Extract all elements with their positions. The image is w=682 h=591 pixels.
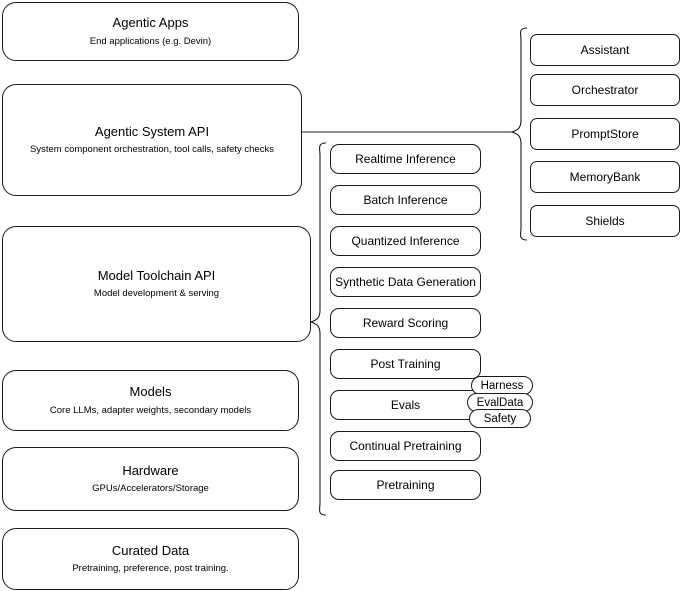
toolchain-item-continual-pretraining[interactable]: Continual Pretraining: [330, 431, 481, 461]
toolchain-item-label: Continual Pretraining: [349, 438, 462, 453]
layer-subtitle: Pretraining, preference, post training.: [72, 563, 229, 575]
agentic-component-orchestrator[interactable]: Orchestrator: [530, 74, 680, 106]
layer-title: Agentic System API: [94, 123, 210, 139]
toolchain-item-label: Synthetic Data Generation: [335, 274, 476, 289]
toolchain-item-label: Evals: [390, 397, 421, 412]
layer-title: Agentic Apps: [112, 15, 189, 31]
layer-box-models[interactable]: Models Core LLMs, adapter weights, secon…: [2, 370, 299, 431]
toolchain-item-evals[interactable]: Evals: [330, 390, 481, 420]
toolchain-item-reward-scoring[interactable]: Reward Scoring: [330, 308, 481, 338]
eval-tag-label: EvalData: [476, 396, 524, 409]
agentic-component-promptstore[interactable]: PromptStore: [530, 118, 680, 150]
agentic-component-label: Assistant: [580, 42, 630, 57]
brace-agentic-components: [510, 27, 528, 241]
toolchain-item-label: Reward Scoring: [362, 315, 449, 330]
layer-box-model-toolchain-api[interactable]: Model Toolchain API Model development & …: [2, 226, 311, 342]
agentic-component-memorybank[interactable]: MemoryBank: [530, 161, 680, 193]
layer-box-agentic-system-api[interactable]: Agentic System API System component orch…: [2, 84, 302, 196]
layer-subtitle: System component orchestration, tool cal…: [30, 144, 274, 156]
agentic-component-label: Shields: [585, 213, 625, 228]
eval-tag-safety[interactable]: Safety: [469, 409, 531, 428]
toolchain-item-post-training[interactable]: Post Training: [330, 349, 481, 379]
eval-tag-label: Safety: [483, 412, 517, 425]
toolchain-item-label: Post Training: [370, 356, 441, 371]
toolchain-item-label: Realtime Inference: [355, 151, 456, 166]
toolchain-item-batch-inference[interactable]: Batch Inference: [330, 185, 481, 215]
layer-title: Models: [129, 384, 172, 400]
agentic-component-assistant[interactable]: Assistant: [530, 34, 680, 66]
toolchain-item-realtime-inference[interactable]: Realtime Inference: [330, 144, 481, 174]
layer-subtitle: GPUs/Accelerators/Storage: [92, 483, 209, 495]
agentic-component-label: MemoryBank: [569, 169, 641, 184]
layer-subtitle: End applications (e.g. Devin): [89, 35, 212, 47]
agentic-component-label: PromptStore: [571, 126, 639, 141]
toolchain-item-label: Pretraining: [376, 477, 435, 492]
agentic-component-shields[interactable]: Shields: [530, 205, 680, 237]
toolchain-item-synthetic-data-generation[interactable]: Synthetic Data Generation: [330, 267, 481, 297]
layer-subtitle: Core LLMs, adapter weights, secondary mo…: [49, 404, 252, 416]
layer-box-agentic-apps[interactable]: Agentic Apps End applications (e.g. Devi…: [2, 2, 299, 61]
agentic-component-label: Orchestrator: [571, 82, 639, 97]
layer-title: Hardware: [122, 462, 179, 478]
toolchain-item-pretraining[interactable]: Pretraining: [330, 470, 481, 500]
toolchain-item-label: Quantized Inference: [351, 233, 460, 248]
eval-tag-label: Harness: [480, 379, 524, 392]
toolchain-item-label: Batch Inference: [363, 192, 448, 207]
layer-box-hardware[interactable]: Hardware GPUs/Accelerators/Storage: [2, 447, 299, 511]
layer-title: Curated Data: [111, 542, 190, 558]
layer-box-curated-data[interactable]: Curated Data Pretraining, preference, po…: [2, 528, 299, 590]
layer-title: Model Toolchain API: [97, 267, 216, 283]
brace-toolchain-items: [309, 142, 327, 516]
toolchain-item-quantized-inference[interactable]: Quantized Inference: [330, 226, 481, 256]
layer-subtitle: Model development & serving: [93, 288, 220, 300]
